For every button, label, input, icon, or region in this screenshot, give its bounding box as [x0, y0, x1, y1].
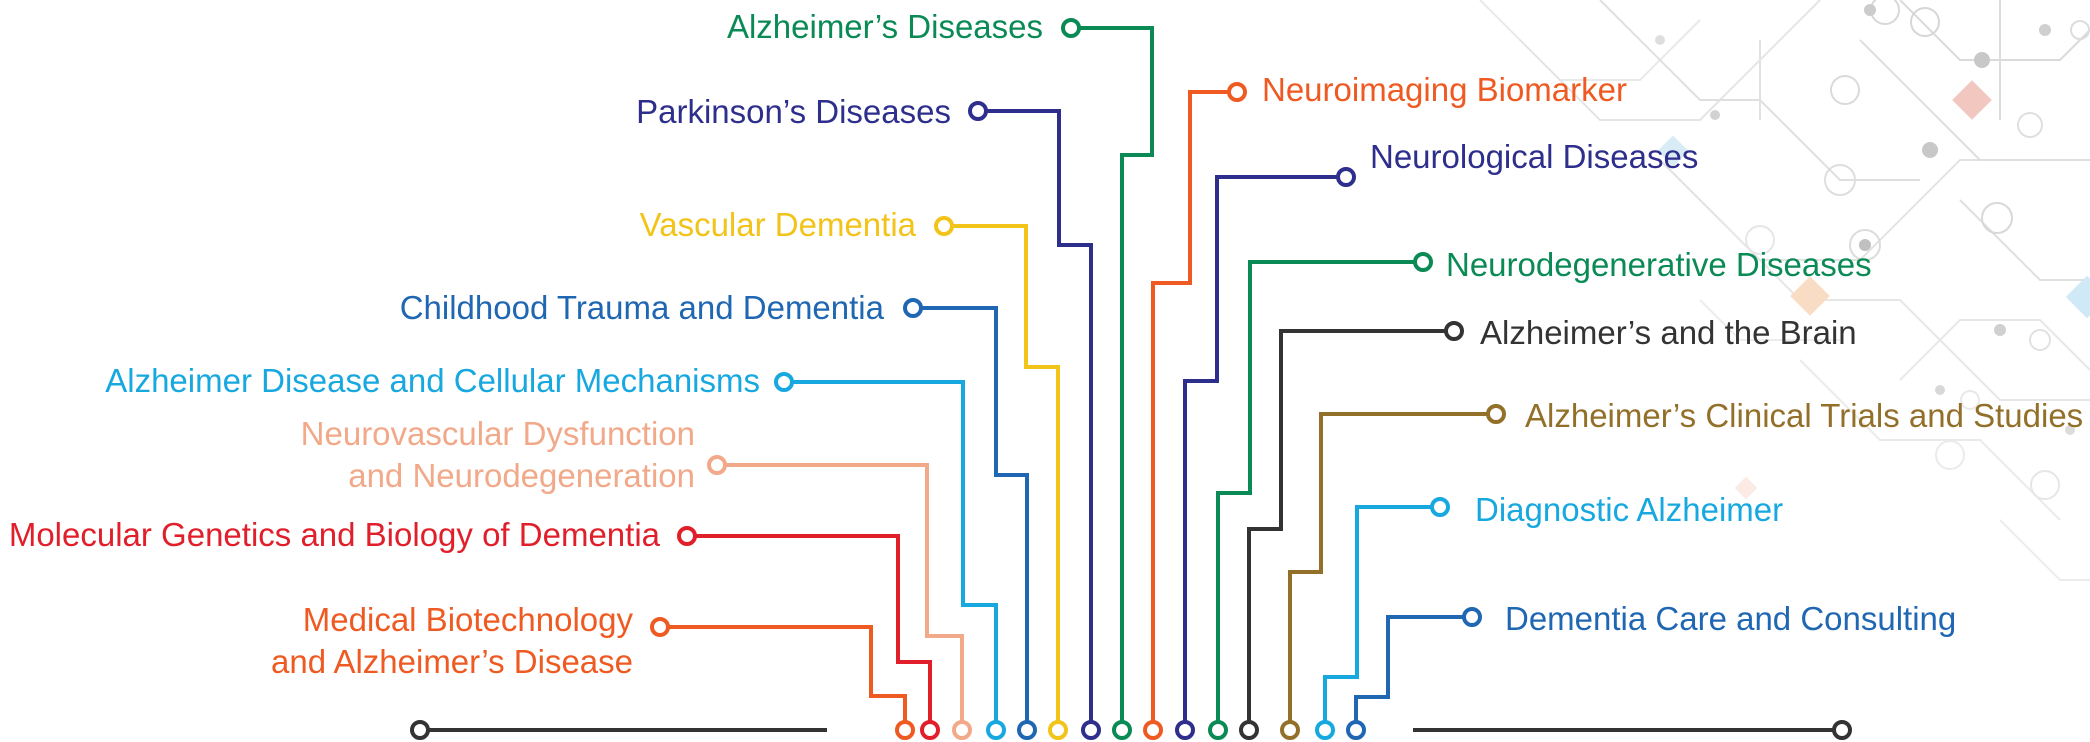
node-top-childhood [903, 298, 923, 318]
connector-neuroimaging [1151, 90, 1237, 730]
node-base-right [1832, 720, 1852, 740]
node-bottom-vascular [1048, 720, 1068, 740]
label-neurovascular-line2: and Neurodegeneration [348, 457, 695, 494]
connector-clinical-trials [1288, 412, 1496, 730]
node-bottom-alz-brain [1239, 720, 1259, 740]
label-vascular-dementia: Vascular Dementia [640, 206, 917, 243]
label-medical-biotech-line2: and Alzheimer’s Disease [271, 643, 633, 680]
label-neurodegenerative: Neurodegenerative Diseases [1446, 246, 1872, 283]
node-top-molecular [677, 526, 697, 546]
connector-molecular-genetics [687, 534, 932, 730]
node-top-neurovascular [707, 455, 727, 475]
label-diagnostic: Diagnostic Alzheimer [1475, 491, 1783, 528]
connector-alzheimers-diseases [1071, 26, 1154, 730]
node-top-alz-brain [1444, 321, 1464, 341]
node-top-vascular [934, 216, 954, 236]
endpoint-nodes [410, 18, 1852, 740]
node-top-alzheimers [1061, 18, 1081, 38]
node-top-dementia-care [1462, 607, 1482, 627]
connector-cellular-mechanisms [784, 380, 998, 730]
connector-lines [660, 26, 1496, 730]
connector-childhood-trauma [913, 306, 1029, 730]
node-bottom-neurological [1175, 720, 1195, 740]
label-molecular-genetics: Molecular Genetics and Biology of Dement… [9, 516, 661, 553]
connector-vascular-dementia [944, 224, 1060, 730]
node-bottom-neurovascular [952, 720, 972, 740]
label-neurological: Neurological Diseases [1370, 138, 1698, 175]
node-bottom-alzheimers [1112, 720, 1132, 740]
node-bottom-neuroimaging [1143, 720, 1163, 740]
node-bottom-medical-biotech [895, 720, 915, 740]
node-bottom-molecular [920, 720, 940, 740]
label-cellular-mechanisms: Alzheimer Disease and Cellular Mechanism… [105, 362, 760, 399]
label-alzheimers-diseases: Alzheimer’s Diseases [727, 8, 1043, 45]
node-top-clinical-trials [1486, 404, 1506, 424]
connector-alz-brain [1247, 329, 1454, 730]
connector-neurodegenerative [1216, 260, 1423, 730]
connector-medical-biotech [660, 625, 907, 730]
node-bottom-neurodegenerative [1208, 720, 1228, 740]
background-dots [1655, 4, 2075, 435]
background-diamonds [1657, 80, 2090, 500]
connector-parkinsons-diseases [978, 109, 1093, 730]
label-dementia-care: Dementia Care and Consulting [1505, 600, 1956, 637]
node-top-cellular [774, 372, 794, 392]
right-topic-labels: Neuroimaging Biomarker Neurological Dise… [1262, 71, 2083, 637]
label-medical-biotech-line1: Medical Biotechnology [303, 601, 634, 638]
node-top-neurological [1336, 167, 1356, 187]
node-bottom-clinical-trials [1280, 720, 1300, 740]
node-top-medical-biotech [650, 617, 670, 637]
connector-neurovascular [717, 463, 964, 730]
connector-diagnostic [1323, 505, 1440, 730]
background-circuit-pattern [1479, 0, 2090, 581]
node-bottom-childhood [1017, 720, 1037, 740]
connector-neurological [1183, 175, 1346, 730]
label-childhood-trauma: Childhood Trauma and Dementia [400, 289, 885, 326]
node-bottom-diagnostic [1315, 720, 1335, 740]
node-bottom-dementia-care [1346, 720, 1366, 740]
label-clinical-trials: Alzheimer’s Clinical Trials and Studies [1525, 397, 2083, 434]
node-top-neurodegenerative [1413, 252, 1433, 272]
label-neurovascular-line1: Neurovascular Dysfunction [301, 415, 695, 452]
label-parkinsons-diseases: Parkinson’s Diseases [636, 93, 951, 130]
label-neuroimaging: Neuroimaging Biomarker [1262, 71, 1627, 108]
left-topic-labels: Alzheimer’s Diseases Parkinson’s Disease… [9, 8, 1043, 680]
connector-dementia-care [1354, 615, 1472, 730]
node-top-neuroimaging [1227, 82, 1247, 102]
node-bottom-cellular [986, 720, 1006, 740]
node-top-parkinsons [968, 101, 988, 121]
node-bottom-parkinsons [1081, 720, 1101, 740]
node-base-left [410, 720, 430, 740]
label-alz-brain: Alzheimer’s and the Brain [1480, 314, 1857, 351]
node-top-diagnostic [1430, 497, 1450, 517]
